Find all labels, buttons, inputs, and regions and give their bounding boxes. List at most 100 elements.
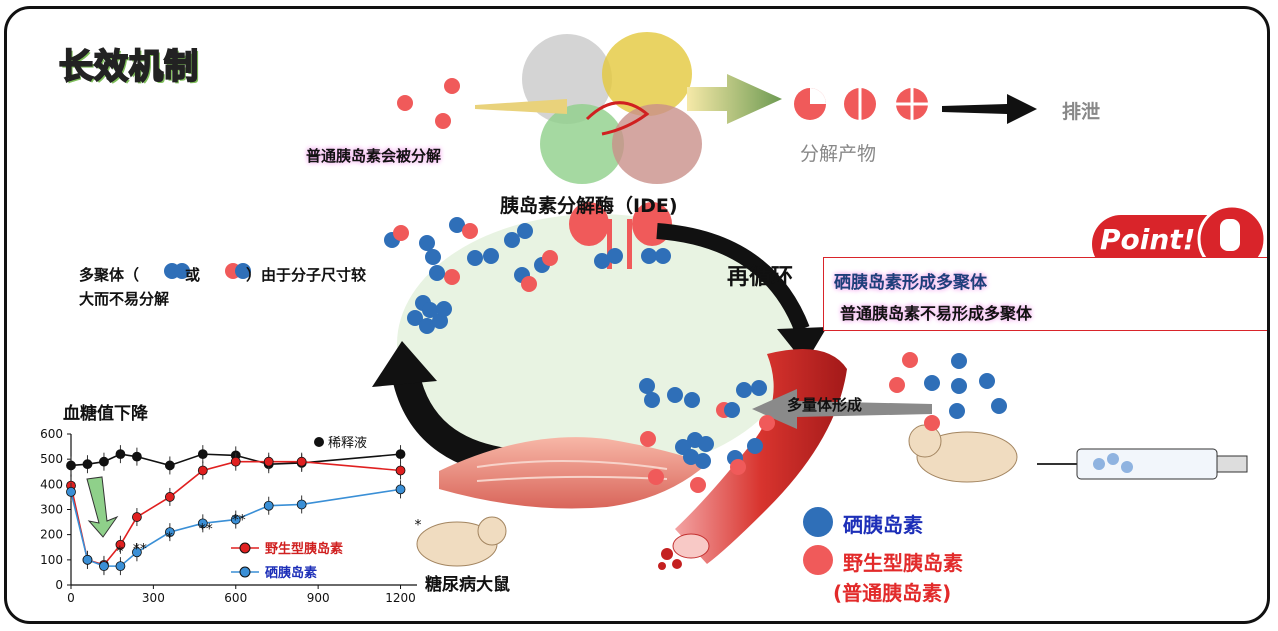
legend-se-label: 硒胰岛素	[843, 513, 923, 537]
insulin-molecule	[397, 95, 413, 111]
insulin-molecule	[483, 248, 499, 264]
data-point	[197, 465, 208, 476]
y-tick-label: 400	[40, 477, 63, 491]
legend-marker	[239, 542, 251, 554]
degradation-arrow	[687, 74, 782, 124]
diabetic-rat-label: 糖尿病大鼠	[425, 575, 510, 595]
data-point	[263, 500, 274, 511]
insulin-molecule	[979, 373, 995, 389]
insulin-molecule	[504, 232, 520, 248]
normal-degraded-label: 普通胰岛素会被分解	[306, 147, 442, 165]
data-point	[99, 561, 109, 572]
legend-wt-dot	[803, 545, 833, 575]
data-point	[99, 456, 109, 467]
insulin-molecule	[924, 375, 940, 391]
enzyme-label: 胰岛素分解酶（IDE)	[500, 195, 678, 217]
insulin-molecule	[889, 377, 905, 393]
insulin-molecule	[902, 352, 918, 368]
legend-label: 稀释液	[328, 436, 367, 451]
multimer-note-or: 或	[185, 266, 201, 284]
wt-dimer-icon	[235, 263, 251, 279]
multimer-note-line2: 大而不易分解	[79, 290, 170, 308]
data-point	[395, 484, 406, 495]
insulin-molecule	[736, 382, 752, 398]
insulin-molecule	[690, 477, 706, 493]
data-point	[132, 451, 142, 462]
insulin-molecule	[517, 223, 533, 239]
x-tick-label: 900	[307, 591, 330, 605]
x-tick-label: 600	[224, 591, 247, 605]
syringe-icon	[1037, 448, 1248, 480]
insulin-molecule	[747, 438, 763, 454]
insulin-molecule	[949, 403, 965, 419]
muscle	[439, 437, 707, 509]
degradation-products-icon	[794, 88, 928, 120]
y-tick-label: 500	[40, 452, 63, 466]
insulin-molecule	[521, 276, 537, 292]
recycle-label: 再循环	[727, 265, 794, 290]
data-point	[66, 486, 76, 497]
significance-mark: *	[415, 517, 422, 533]
products-label: 分解产物	[800, 143, 877, 165]
y-tick-label: 100	[40, 553, 63, 567]
diabetic-rat-icon	[416, 516, 507, 567]
y-tick-label: 300	[40, 503, 63, 517]
insulin-molecule	[655, 248, 671, 264]
insulin-molecule	[991, 398, 1007, 414]
molecules	[164, 78, 1007, 493]
legend-wt-note: (普通胰岛素)	[833, 581, 952, 605]
insulin-molecule	[698, 436, 714, 452]
data-point	[197, 449, 208, 460]
data-point	[164, 492, 175, 502]
data-point	[66, 460, 76, 471]
significance-mark: **	[199, 521, 213, 537]
insulin-molecule	[435, 113, 451, 129]
recycle-arrow	[656, 223, 810, 332]
legend-se-dot	[803, 507, 833, 537]
insulin-molecule	[467, 250, 483, 266]
x-tick-label: 0	[67, 591, 75, 605]
y-tick-label: 200	[40, 528, 63, 542]
insulin-molecule	[462, 223, 478, 239]
insulin-molecule	[429, 265, 445, 281]
data-point	[115, 561, 126, 572]
insulin-molecule	[419, 318, 435, 334]
insulin-molecule	[542, 250, 558, 266]
multimer-note: 多聚体（或）由于分子尺寸较	[79, 264, 366, 285]
chart-title: 血糖值下降	[63, 403, 149, 424]
insulin-molecule	[759, 415, 775, 431]
ide-enzyme-structure	[522, 32, 702, 184]
legend-label: 硒胰岛素	[265, 565, 317, 581]
significance-mark: *	[116, 544, 123, 560]
insulin-molecule	[639, 378, 655, 394]
feed-arrow	[475, 99, 567, 114]
multimer-note-part2: ）由于分子尺寸较	[246, 266, 367, 284]
receptor	[569, 202, 672, 269]
insulin-molecule	[644, 392, 660, 408]
data-point	[230, 456, 241, 467]
data-point	[82, 554, 93, 565]
significance-mark: **	[133, 542, 147, 558]
point-badge-text: Point!	[1100, 223, 1196, 256]
insulin-molecule	[594, 253, 610, 269]
data-point	[132, 547, 142, 558]
cell-body	[397, 214, 797, 474]
legend-wt-label: 野生型胰岛素	[843, 551, 963, 575]
data-point	[230, 514, 241, 525]
y-tick-label: 600	[40, 427, 63, 441]
data-point	[296, 499, 307, 510]
insulin-molecule	[407, 310, 423, 326]
data-point	[296, 456, 307, 467]
legend-marker	[239, 566, 251, 578]
data-point	[263, 456, 274, 467]
insulin-molecule	[684, 392, 700, 408]
data-point	[82, 459, 93, 470]
multimer-formation-arrow	[752, 389, 932, 429]
insulin-molecule	[695, 453, 711, 469]
point-line1: 硒胰岛素形成多聚体	[834, 273, 987, 293]
insulin-molecule	[393, 225, 409, 241]
insulin-molecule	[730, 459, 746, 475]
x-tick-label: 300	[142, 591, 165, 605]
